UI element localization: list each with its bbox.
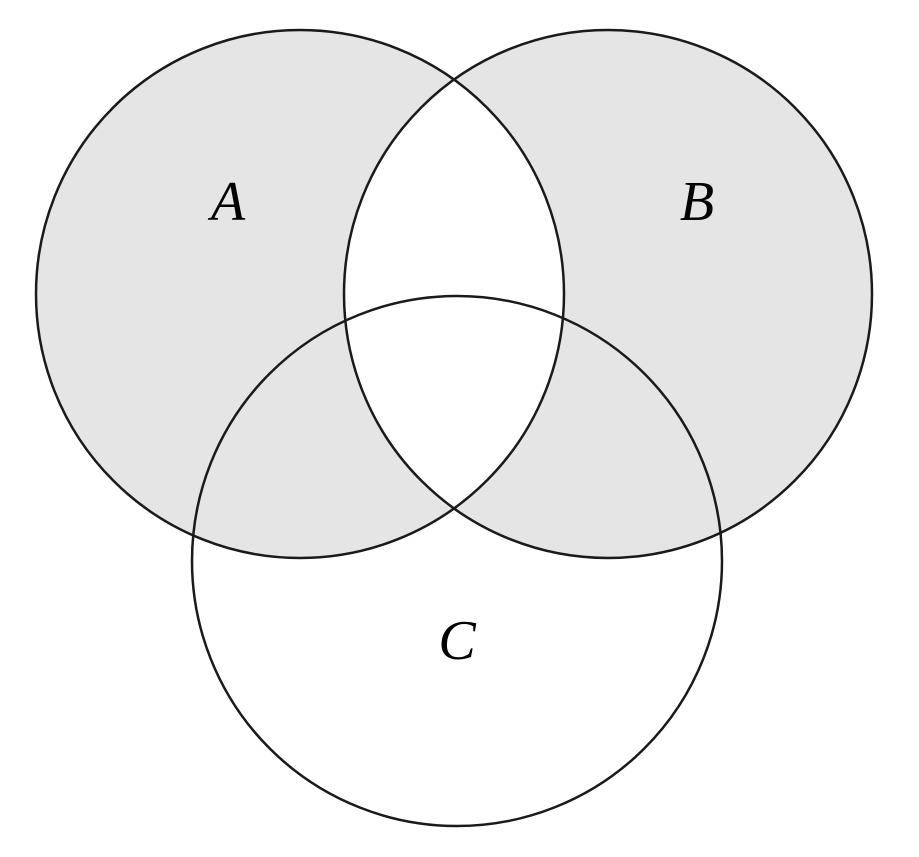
set-label-a: A	[207, 171, 246, 233]
set-circle-a[interactable]	[34, 28, 566, 560]
set-outlines-group	[34, 28, 874, 828]
set-label-b: B	[680, 171, 714, 233]
set-circle-b[interactable]	[342, 28, 874, 560]
set-label-c: C	[438, 610, 476, 672]
set-labels-group: A B C	[207, 171, 714, 672]
set-circle-c[interactable]	[190, 294, 724, 828]
